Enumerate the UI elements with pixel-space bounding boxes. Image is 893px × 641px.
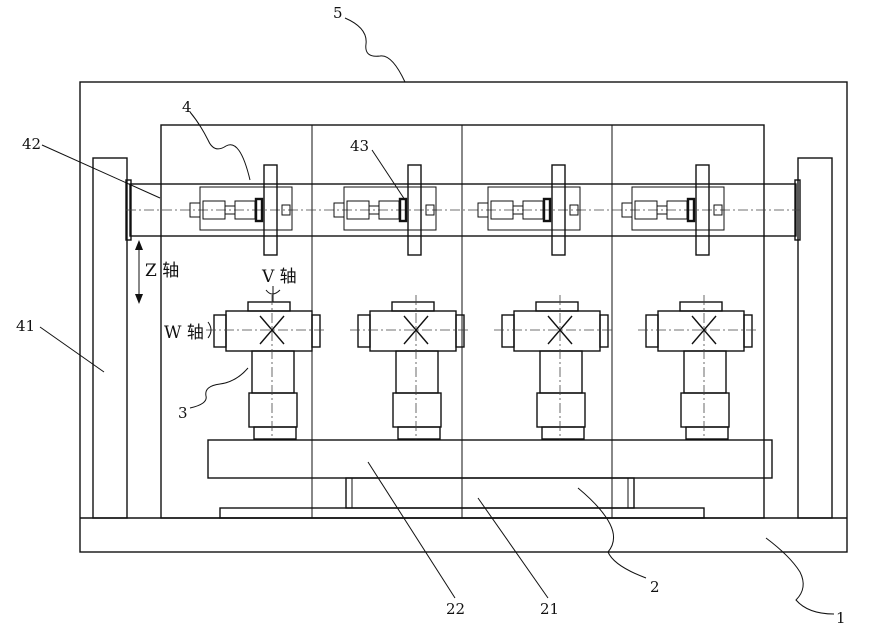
- clamp-unit-1: [189, 164, 293, 256]
- leader-22: [367, 461, 456, 599]
- z-axis-arrow: [135, 240, 143, 304]
- label-2: 2: [650, 578, 660, 596]
- clamp-unit-3: [477, 164, 581, 256]
- table-base-plate: [219, 507, 705, 519]
- label-5: 5: [333, 4, 343, 22]
- leader-4: [189, 111, 251, 181]
- w-axis-rotation-icon: [207, 321, 212, 339]
- label-21: 21: [540, 600, 559, 618]
- table-top-plate: [207, 439, 773, 479]
- label-41: 41: [16, 317, 35, 335]
- z-axis-label: Z 轴: [145, 261, 179, 281]
- leader-3: [189, 367, 249, 409]
- leader-1: [765, 537, 835, 615]
- valve-body-2: [350, 295, 470, 440]
- w-axis-label: W 轴: [164, 323, 204, 343]
- label-3: 3: [178, 404, 188, 422]
- v-axis-label: V 轴: [261, 267, 297, 287]
- table-support-block: [345, 477, 635, 509]
- leader-2: [577, 487, 647, 579]
- valve-body-1: [206, 295, 326, 440]
- leader-42: [41, 144, 161, 199]
- left-column: [92, 157, 128, 519]
- label-43: 43: [350, 137, 369, 155]
- leader-43: [371, 149, 406, 201]
- valve-body-3: [494, 295, 614, 440]
- leader-41: [39, 326, 105, 373]
- leader-5: [344, 17, 406, 83]
- right-column: [797, 157, 833, 519]
- clamp-unit-2: [333, 164, 437, 256]
- label-22: 22: [446, 600, 465, 618]
- outer-frame: [79, 81, 848, 553]
- valve-body-4: [638, 295, 758, 440]
- label-42: 42: [22, 135, 41, 153]
- clamp-unit-4: [621, 164, 725, 256]
- label-4: 4: [182, 98, 192, 116]
- leader-21: [477, 497, 549, 599]
- label-1: 1: [836, 609, 846, 627]
